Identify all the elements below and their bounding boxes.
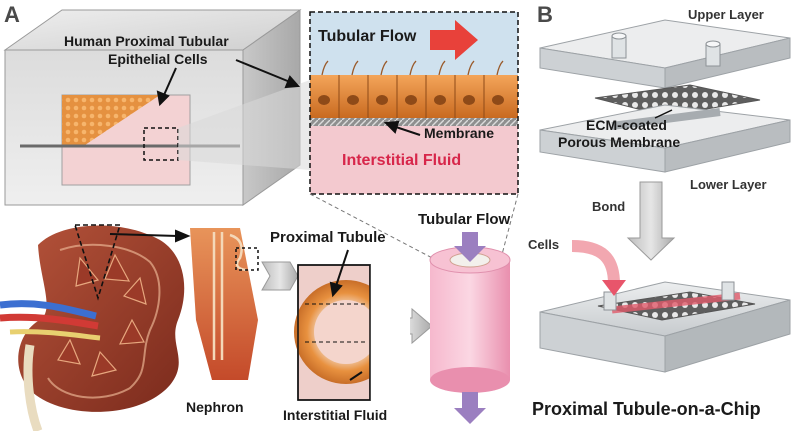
cells-arrow (571, 240, 620, 285)
inset-membrane (310, 118, 518, 126)
cells-label-line1: Human Proximal Tubular (64, 33, 229, 49)
panel-label-a: A (4, 2, 20, 27)
nephron-illustration (190, 228, 259, 380)
bonded-chip (539, 281, 791, 373)
lower-layer-label: Lower Layer (690, 177, 767, 192)
upper-layer-label: Upper Layer (688, 7, 764, 22)
tubule-cross-section (294, 264, 410, 401)
bond-arrow (626, 181, 676, 261)
inset-cross-section (309, 11, 519, 195)
panel-label-b: B (537, 2, 553, 27)
interstitial-label: Interstitial Fluid (342, 152, 462, 169)
interstitial-region (310, 126, 518, 194)
flow-arrow-out (454, 392, 486, 424)
ecm-label-line1: ECM-coated (586, 117, 667, 133)
pointer-arrows-a (156, 59, 421, 136)
chip-title: Proximal Tubule-on-a-Chip (532, 399, 761, 419)
tubular-flow-label: Tubular Flow (418, 211, 511, 228)
cells-label-line2: Epithelial Cells (108, 51, 208, 67)
tubule-cylinder (429, 232, 511, 424)
inset-flow-label: Tubular Flow (318, 28, 417, 45)
ecm-label-line2: Porous Membrane (558, 134, 681, 150)
proximal-tubule-label: Proximal Tubule (270, 229, 386, 246)
bond-label: Bond (592, 199, 626, 214)
lower-layer (539, 104, 791, 173)
flow-arrow-red (430, 20, 478, 60)
kidney-illustration (0, 224, 185, 431)
membrane-label: Membrane (424, 125, 495, 141)
upper-layer (539, 19, 791, 89)
epithelial-cell-layer (62, 95, 160, 145)
tissue-block (3, 9, 310, 206)
interstitial-bottom-label: Interstitial Fluid (283, 407, 388, 423)
cells-label: Cells (528, 237, 560, 252)
kidney-zoom-triangle (73, 224, 122, 301)
nephron-label: Nephron (186, 399, 244, 415)
flow-arrow-in (454, 232, 486, 262)
zoom-arrow-1 (261, 261, 299, 291)
